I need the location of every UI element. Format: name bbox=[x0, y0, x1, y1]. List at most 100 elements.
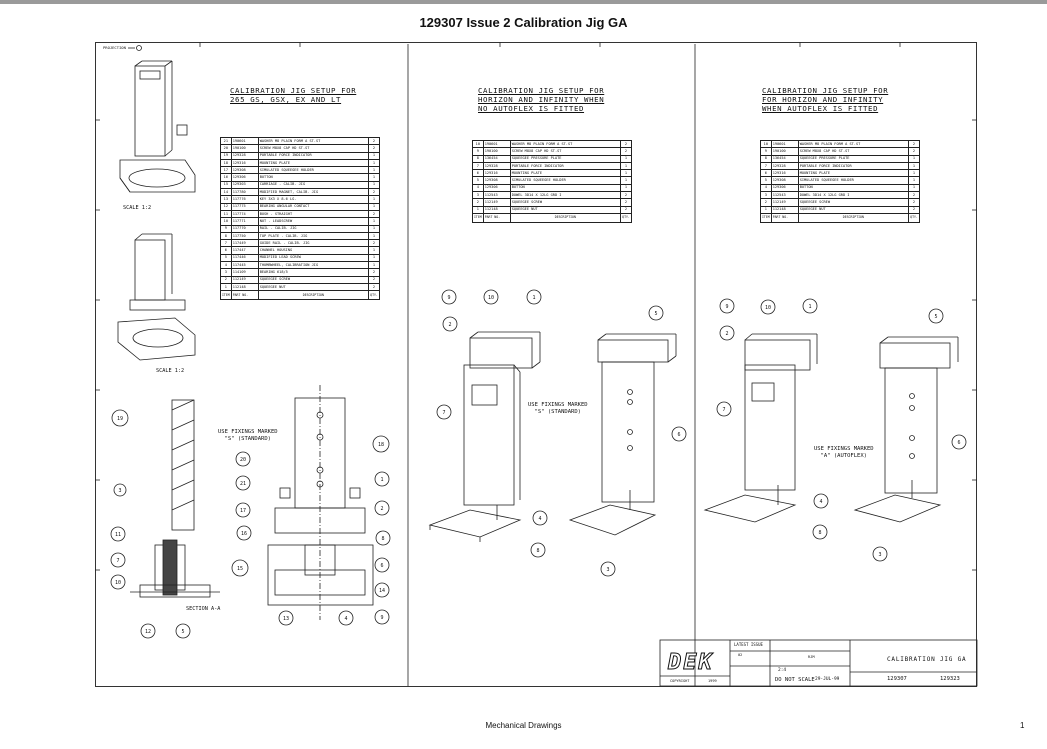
description-cell: CHANNEL HOUSING bbox=[257, 246, 370, 255]
svg-text:1: 1 bbox=[808, 304, 811, 310]
qty-cell: 1 bbox=[620, 183, 632, 193]
qty-cell: 2 bbox=[620, 198, 632, 207]
part-no-cell: 190100 bbox=[230, 144, 259, 153]
svg-text:9: 9 bbox=[380, 615, 383, 621]
item-cell: 5 bbox=[472, 176, 484, 185]
description-cell: SQUEEGEE NUT bbox=[509, 205, 622, 214]
part-no-cell: 129328 bbox=[230, 151, 259, 160]
copyright-year: 1999 bbox=[708, 679, 717, 683]
panel2-fixings-line1: USE FIXINGS MARKED bbox=[528, 402, 588, 408]
svg-text:5: 5 bbox=[654, 311, 657, 317]
qty-cell: 2 bbox=[368, 275, 380, 284]
svg-text:4: 4 bbox=[538, 516, 541, 522]
description-cell: GUIDE RAIL - CALIB. JIG bbox=[257, 239, 370, 248]
item-cell: 5 bbox=[220, 253, 232, 263]
qty-cell: 1 bbox=[368, 217, 380, 226]
description-cell: SCREW M8X8 CAP HD ST.ST bbox=[257, 144, 370, 153]
part-no-cell: 112543 bbox=[770, 191, 799, 200]
qty-cell: 1 bbox=[620, 161, 632, 171]
description-cell: SCREW M8X8 CAP HD ST.ST bbox=[509, 147, 622, 156]
svg-text:20: 20 bbox=[240, 457, 246, 463]
part-no-cell: 129328 bbox=[482, 161, 511, 171]
qty-cell: 2 bbox=[908, 147, 920, 156]
item-cell: 4 bbox=[220, 261, 232, 270]
item-cell: 2 bbox=[760, 198, 772, 207]
part-no-cell: 117750 bbox=[230, 231, 259, 241]
qty-cell: 2 bbox=[368, 144, 380, 153]
qty-cell: 2 bbox=[368, 209, 380, 219]
description-cell: SQUEEGEE PRESSURE PLATE bbox=[509, 154, 622, 163]
item-cell: 9 bbox=[760, 147, 772, 156]
svg-text:13: 13 bbox=[283, 616, 289, 622]
part-no-cell: 117445 bbox=[230, 261, 259, 270]
drawing-number-2: 129323 bbox=[940, 676, 960, 682]
item-cell: 4 bbox=[760, 183, 772, 193]
svg-text:10: 10 bbox=[488, 295, 494, 301]
qty-cell: 2 bbox=[908, 205, 920, 214]
item-cell: 7 bbox=[472, 161, 484, 171]
item-cell: 5 bbox=[760, 176, 772, 185]
latest-issue-label: LATEST ISSUE bbox=[734, 642, 763, 647]
part-no-cell: 136454 bbox=[770, 154, 799, 163]
item-cell: 17 bbox=[220, 166, 232, 175]
drawn-by: RJM bbox=[808, 655, 815, 659]
header-cell: PART NO. bbox=[482, 212, 511, 223]
item-cell: 6 bbox=[760, 169, 772, 178]
description-cell: SQUEEGEE SCREW bbox=[257, 275, 370, 284]
qty-cell: 1 bbox=[908, 176, 920, 185]
part-no-cell: 129308 bbox=[482, 176, 511, 185]
description-cell: RAIL - CALIB. JIG bbox=[257, 224, 370, 233]
item-cell: 9 bbox=[472, 147, 484, 156]
part-no-cell: 112148 bbox=[770, 205, 799, 214]
qty-cell: 2 bbox=[908, 198, 920, 207]
item-cell: 3 bbox=[220, 268, 232, 277]
part-no-cell: 129308 bbox=[770, 176, 799, 185]
svg-text:2: 2 bbox=[725, 331, 728, 337]
svg-text:14: 14 bbox=[379, 588, 385, 594]
qty-cell: 2 bbox=[620, 205, 632, 214]
svg-text:9: 9 bbox=[447, 295, 450, 301]
item-cell: 12 bbox=[220, 202, 232, 211]
viewer-top-bar bbox=[0, 0, 1047, 4]
item-cell: 10 bbox=[220, 217, 232, 226]
part-no-cell: 129316 bbox=[770, 169, 799, 178]
part-no-cell: 112149 bbox=[770, 198, 799, 207]
header-cell: QTY. bbox=[908, 212, 920, 223]
qty-cell: 2 bbox=[368, 239, 380, 248]
part-no-cell: 112543 bbox=[482, 191, 511, 200]
item-cell: 10 bbox=[472, 139, 484, 149]
item-cell: 3 bbox=[760, 191, 772, 200]
description-cell: MOUNTING PLATE bbox=[797, 169, 910, 178]
qty-cell: 1 bbox=[368, 166, 380, 175]
panel3-fixings-line1: USE FIXINGS MARKED bbox=[814, 446, 874, 452]
svg-text:15: 15 bbox=[237, 566, 243, 572]
drawing-number: 129307 bbox=[887, 676, 907, 682]
qty-cell: 1 bbox=[368, 180, 380, 190]
panel3-title-line3: WHEN AUTOFLEX IS FITTED bbox=[762, 104, 879, 113]
panel3-fixings-line2: "A" (AUTOFLEX) bbox=[820, 452, 867, 459]
svg-text:9: 9 bbox=[725, 304, 728, 310]
item-cell: 10 bbox=[760, 139, 772, 149]
item-cell: 1 bbox=[472, 205, 484, 214]
panel1-fixings-line1: USE FIXINGS MARKED bbox=[218, 429, 278, 435]
panel1-title-line1: CALIBRATION JIG SETUP FOR bbox=[230, 86, 357, 95]
item-cell: 13 bbox=[220, 195, 232, 204]
qty-cell: 1 bbox=[620, 176, 632, 185]
qty-cell: 1 bbox=[368, 261, 380, 270]
qty-cell: 1 bbox=[620, 169, 632, 178]
svg-text:3: 3 bbox=[878, 552, 881, 558]
description-cell: SQUEEGEE NUT bbox=[257, 282, 370, 292]
